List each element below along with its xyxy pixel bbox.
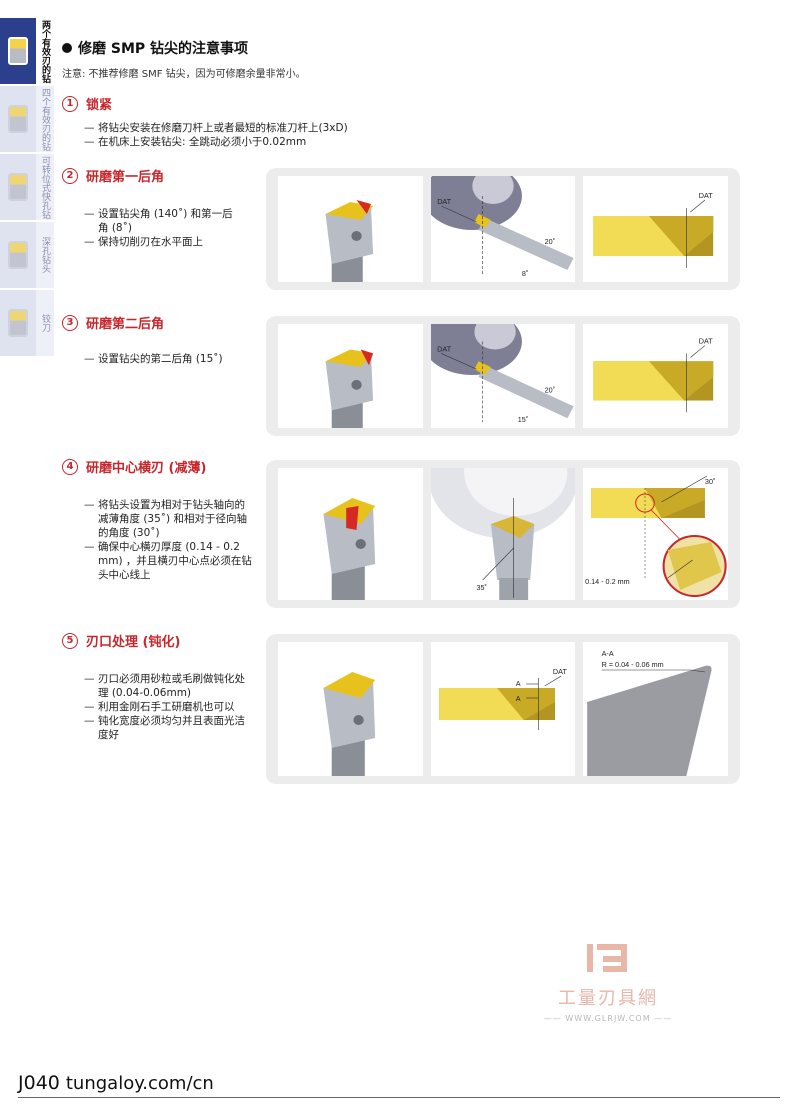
bullet-item: 钝化宽度必须均匀并且表面光洁度好 (84, 714, 254, 742)
grinding-wheel-setup-image: DAT 20˚ 15˚ (430, 324, 576, 428)
drill-side-view-diagram: DAT (583, 324, 729, 428)
section-number: 4 (62, 458, 78, 475)
page-footer: J040 tungaloy.com/cn (18, 1072, 214, 1094)
figure-panel-edge-honing: A A DAT A-A R = 0.04 - 0.06 mm (266, 634, 740, 784)
honing-section-marker-diagram: A A DAT (430, 642, 576, 776)
figure-panel-first-clearance: DAT 20˚ 8˚ DAT (266, 168, 740, 290)
dat-label: DAT (699, 339, 714, 346)
watermark-title: 工量刃具網 (558, 988, 658, 1009)
side-tab-deep-hole-drill[interactable]: 深孔钻头 (0, 222, 56, 288)
angle-label: 8˚ (522, 270, 528, 278)
side-tab-reamer[interactable]: 铰刀 (0, 290, 56, 356)
section-first-clearance: 2 研磨第一后角 设置钻尖角 (140˚) 和第一后角 (8˚) 保持切削刃在水… (62, 166, 262, 249)
page-title: 修磨 SMP 钻尖的注意事项 (62, 38, 248, 58)
section-title: 研磨第二后角 (86, 317, 165, 332)
angle-label: 20˚ (544, 238, 554, 246)
section-title: 研磨中心横刃 (减薄) (86, 461, 207, 476)
drill-tip-image (278, 176, 423, 282)
dat-label: DAT (699, 192, 714, 200)
dat-label: DAT (437, 347, 452, 354)
section-heading: 4 研磨中心横刃 (减薄) (62, 457, 262, 476)
bullet-item: 设置钻尖的第二后角 (15˚) (84, 352, 262, 366)
bullet-item: 将钻头设置为相对于钻头轴向的减薄角度 (35˚) 和相对于径向轴的角度 (30˚… (84, 498, 254, 540)
bullet-item: 设置钻尖角 (140˚) 和第一后角 (8˚) (84, 207, 242, 235)
grinding-wheel-setup-image: DAT 20˚ 8˚ (430, 176, 576, 282)
bullet-item: 在机床上安装钻尖: 全跳动必须小于0.02mm (84, 135, 402, 149)
figure-panel-second-clearance: DAT 20˚ 15˚ DAT (266, 316, 740, 436)
bullet-item: 将钻尖安装在修磨刀杆上或者最短的标准刀杆上(3xD) (84, 121, 402, 135)
watermark: 工量刃具網 —— WWW.GLRJW.COM —— (538, 942, 678, 1023)
dat-label: DAT (553, 668, 568, 676)
section-number: 3 (62, 314, 78, 331)
drill-tip-image (278, 642, 423, 776)
watermark-url: —— WWW.GLRJW.COM —— (543, 1014, 673, 1023)
page-title-text: 修磨 SMP 钻尖的注意事项 (78, 41, 249, 57)
watermark-logo-icon (587, 944, 627, 972)
drill-thumbnail-icon (0, 154, 36, 220)
drill-tip-image (278, 324, 423, 428)
drill-thumbnail-icon (0, 18, 36, 84)
footer-divider (18, 1097, 780, 1098)
page-number: J040 (18, 1072, 60, 1094)
section-marker-label: A (515, 680, 520, 688)
section-heading: 5 刃口处理 (钝化) (62, 631, 262, 650)
figure-panel-web-thinning: 35˚ 30˚ 0.14 - 0.2 mm (266, 460, 740, 608)
edge-radius-section-diagram: A-A R = 0.04 - 0.06 mm (583, 642, 729, 776)
side-tab-two-flute-drill[interactable]: 两个有效刃的钻头 (0, 18, 56, 84)
section-edge-honing: 5 刃口处理 (钝化) 刃口必须用砂粒或毛刷做钝化处理 (0.04-0.06mm… (62, 631, 262, 742)
side-tab-label: 两个有效刃的钻头 (36, 18, 54, 84)
section-number: 5 (62, 632, 78, 649)
bullet-dot-icon (62, 43, 72, 53)
bullet-item: 确保中心横刃厚度 (0.14 - 0.2 mm) ，并且横刃中心点必须在钻头中心… (84, 540, 254, 582)
section-title: 研磨第一后角 (86, 170, 165, 185)
thickness-label: 0.14 - 0.2 mm (585, 578, 630, 586)
bullet-item: 利用金刚石手工研磨机也可以 (84, 700, 254, 714)
side-tab-four-flute-drill[interactable]: 四个有效刃的钻头 (0, 86, 56, 152)
notice-text: 注意: 不推荐修磨 SMF 钻尖，因为可修磨余量非常小。 (62, 69, 306, 80)
drill-thumbnail-icon (0, 86, 36, 152)
angle-label: 20˚ (544, 387, 554, 395)
angle-label: 15˚ (517, 416, 527, 424)
section-title: 刃口处理 (钝化) (86, 635, 181, 650)
dat-label: DAT (437, 198, 452, 206)
footer-url-link[interactable]: tungaloy.com/cn (65, 1073, 214, 1094)
section-second-clearance: 3 研磨第二后角 设置钻尖的第二后角 (15˚) (62, 313, 262, 366)
bullet-item: 保持切削刃在水平面上 (84, 235, 242, 249)
section-heading: 3 研磨第二后角 (62, 313, 262, 332)
section-heading: 2 研磨第一后角 (62, 166, 262, 185)
drill-thumbnail-icon (0, 222, 36, 288)
section-title-label: A-A (602, 650, 614, 658)
section-web-thinning: 4 研磨中心横刃 (减薄) 将钻头设置为相对于钻头轴向的减薄角度 (35˚) 和… (62, 457, 262, 582)
section-number: 2 (62, 167, 78, 184)
radius-label: R = 0.04 - 0.06 mm (602, 661, 664, 669)
drill-side-view-diagram: DAT (583, 176, 729, 282)
reamer-thumbnail-icon (0, 290, 36, 356)
angle-label: 30˚ (705, 478, 715, 486)
side-tab-strip: 两个有效刃的钻头 四个有效刃的钻头 可转位式快孔钻 深孔钻头 铰刀 (0, 18, 56, 358)
drill-tip-image (278, 468, 423, 600)
section-clamping: 1 锁紧 将钻尖安装在修磨刀杆上或者最短的标准刀杆上(3xD) 在机床上安装钻尖… (62, 94, 402, 149)
side-tab-label: 四个有效刃的钻头 (36, 86, 54, 152)
side-tab-label: 可转位式快孔钻 (36, 154, 54, 220)
side-tab-indexable-drill[interactable]: 可转位式快孔钻 (0, 154, 56, 220)
section-title: 锁紧 (86, 98, 113, 113)
web-thickness-detail-diagram: 30˚ 0.14 - 0.2 mm (583, 468, 729, 600)
section-heading: 1 锁紧 (62, 94, 402, 113)
grinding-wheel-setup-image: 35˚ (430, 468, 576, 600)
section-marker-label: A (515, 695, 520, 703)
side-tab-label: 深孔钻头 (36, 222, 54, 288)
side-tab-label: 铰刀 (36, 290, 54, 356)
section-number: 1 (62, 95, 78, 112)
angle-label: 35˚ (476, 584, 486, 592)
bullet-item: 刃口必须用砂粒或毛刷做钝化处理 (0.04-0.06mm) (84, 672, 254, 700)
